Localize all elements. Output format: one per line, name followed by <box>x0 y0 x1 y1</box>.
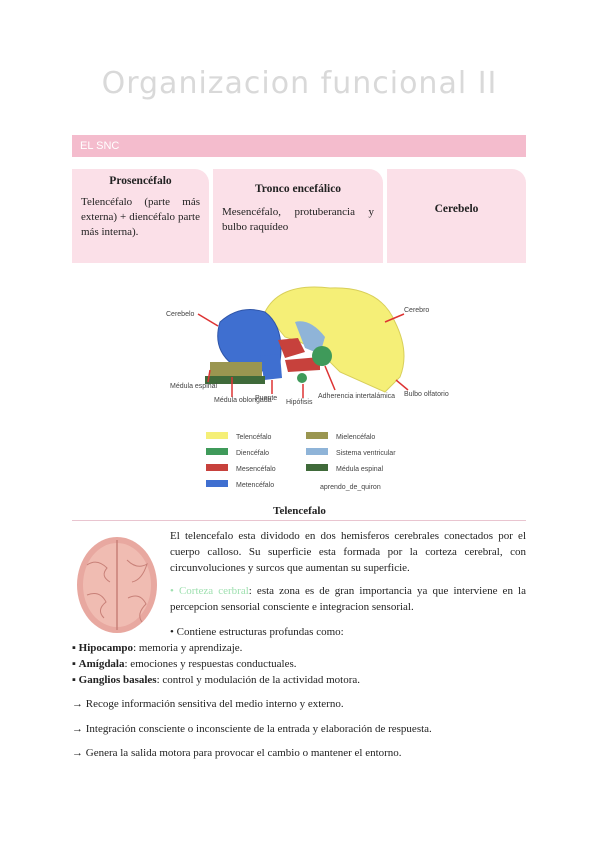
mielencefalo-shape <box>210 362 262 376</box>
card-heading: Prosencéfalo <box>109 175 172 187</box>
label-puente: Puente <box>255 395 277 402</box>
telencefalo-shape <box>264 286 405 393</box>
card-heading: Tronco encefálico <box>254 183 342 195</box>
card-text: Mesencéfalo, protuberancia y bulbo raquí… <box>222 206 374 233</box>
legend-swatch <box>306 464 328 471</box>
label-hipofisis: Hipófisis <box>286 399 313 406</box>
legend: TelencéfaloDiencéfaloMesencéfaloMetencéf… <box>206 432 396 489</box>
estructuras-list: ▪ Hipocampo: memoria y aprendizaje. ▪ Am… <box>72 640 526 688</box>
list-term: Ganglios basales <box>78 674 157 686</box>
hipofisis-shape <box>297 373 307 383</box>
legend-label: Sistema ventricular <box>336 450 396 457</box>
card-text: Telencéfalo (parte más externa) + diencé… <box>81 196 200 238</box>
list-desc: : memoria y aprendizaje. <box>133 642 243 654</box>
brain-photo <box>72 530 162 640</box>
corteza-label: • Corteza cerbral <box>170 585 249 597</box>
arrow-item: → Integración consciente o inconsciente … <box>72 723 432 735</box>
list-item: ▪ Hipocampo: memoria y aprendizaje. <box>72 642 243 654</box>
arrow-item: → Genera la salida motora para provocar … <box>72 747 402 759</box>
legend-label: Mielencéfalo <box>336 434 375 441</box>
credit-text: aprendo_de_quiron <box>320 484 381 491</box>
puente-shape <box>260 354 282 380</box>
brain-diagram: Cerebelo Cerebro Médula espinal Médula o… <box>166 286 449 491</box>
corteza-paragraph: • Corteza cerbral: esta zona es de gran … <box>170 583 526 615</box>
label-medula-espinal: Médula espinal <box>170 383 218 390</box>
card-heading: Cerebelo <box>434 203 479 215</box>
medula-shape <box>205 376 265 384</box>
card-tronco: Tronco encefálico Mesencéfalo, protubera… <box>213 169 383 263</box>
mesencefalo-shape <box>278 338 305 358</box>
mesencefalo-shape-2 <box>285 357 320 372</box>
diencefalo-shape <box>312 346 332 366</box>
list-desc: : emociones y respuestas conductuales. <box>124 658 297 670</box>
list-desc: : control y modulación de la actividad m… <box>156 674 361 686</box>
telencefalo-heading: Telencefalo <box>273 505 326 517</box>
divider <box>72 520 526 521</box>
card-prosencefalo: Prosencéfalo Telencéfalo (parte más exte… <box>72 169 209 263</box>
arrow-item: → Recoge información sensitiva del medio… <box>72 698 344 710</box>
label-bulbo: Bulbo olfatorio <box>404 391 449 398</box>
label-cerebelo: Cerebelo <box>166 311 195 318</box>
legend-swatch <box>206 448 228 455</box>
label-medula-oblongada: Médula oblongada <box>214 397 272 404</box>
list-term: Hipocampo <box>78 642 134 654</box>
legend-swatch <box>206 464 228 471</box>
list-item: ▪ Ganglios basales: control y modulación… <box>72 674 361 686</box>
label-adherencia: Adherencia intertalámica <box>318 393 395 400</box>
legend-swatch <box>306 432 328 439</box>
legend-label: Telencéfalo <box>236 434 272 441</box>
legend-label: Médula espinal <box>336 466 384 473</box>
corteza-text: : esta zona es de gran importancia ya qu… <box>170 585 526 613</box>
card-cerebelo: Cerebelo <box>387 169 526 263</box>
legend-swatch <box>206 432 228 439</box>
telencefalo-intro: El telencefalo esta dividodo en dos hemi… <box>170 530 526 574</box>
estructuras-text: • Contiene estructuras profundas como: <box>170 626 344 638</box>
ventriculo-shape <box>295 321 325 354</box>
label-cerebro: Cerebro <box>404 307 429 314</box>
legend-swatch <box>306 448 328 455</box>
page-title: Organizacion funcional II <box>101 66 498 101</box>
list-term: Amígdala <box>78 658 125 670</box>
legend-swatch <box>206 480 228 487</box>
legend-label: Mesencéfalo <box>236 466 276 473</box>
section-header: EL SNC <box>72 135 526 157</box>
legend-label: Diencéfalo <box>236 450 269 457</box>
list-item: ▪ Amígdala: emociones y respuestas condu… <box>72 658 297 670</box>
legend-label: Metencéfalo <box>236 482 274 489</box>
